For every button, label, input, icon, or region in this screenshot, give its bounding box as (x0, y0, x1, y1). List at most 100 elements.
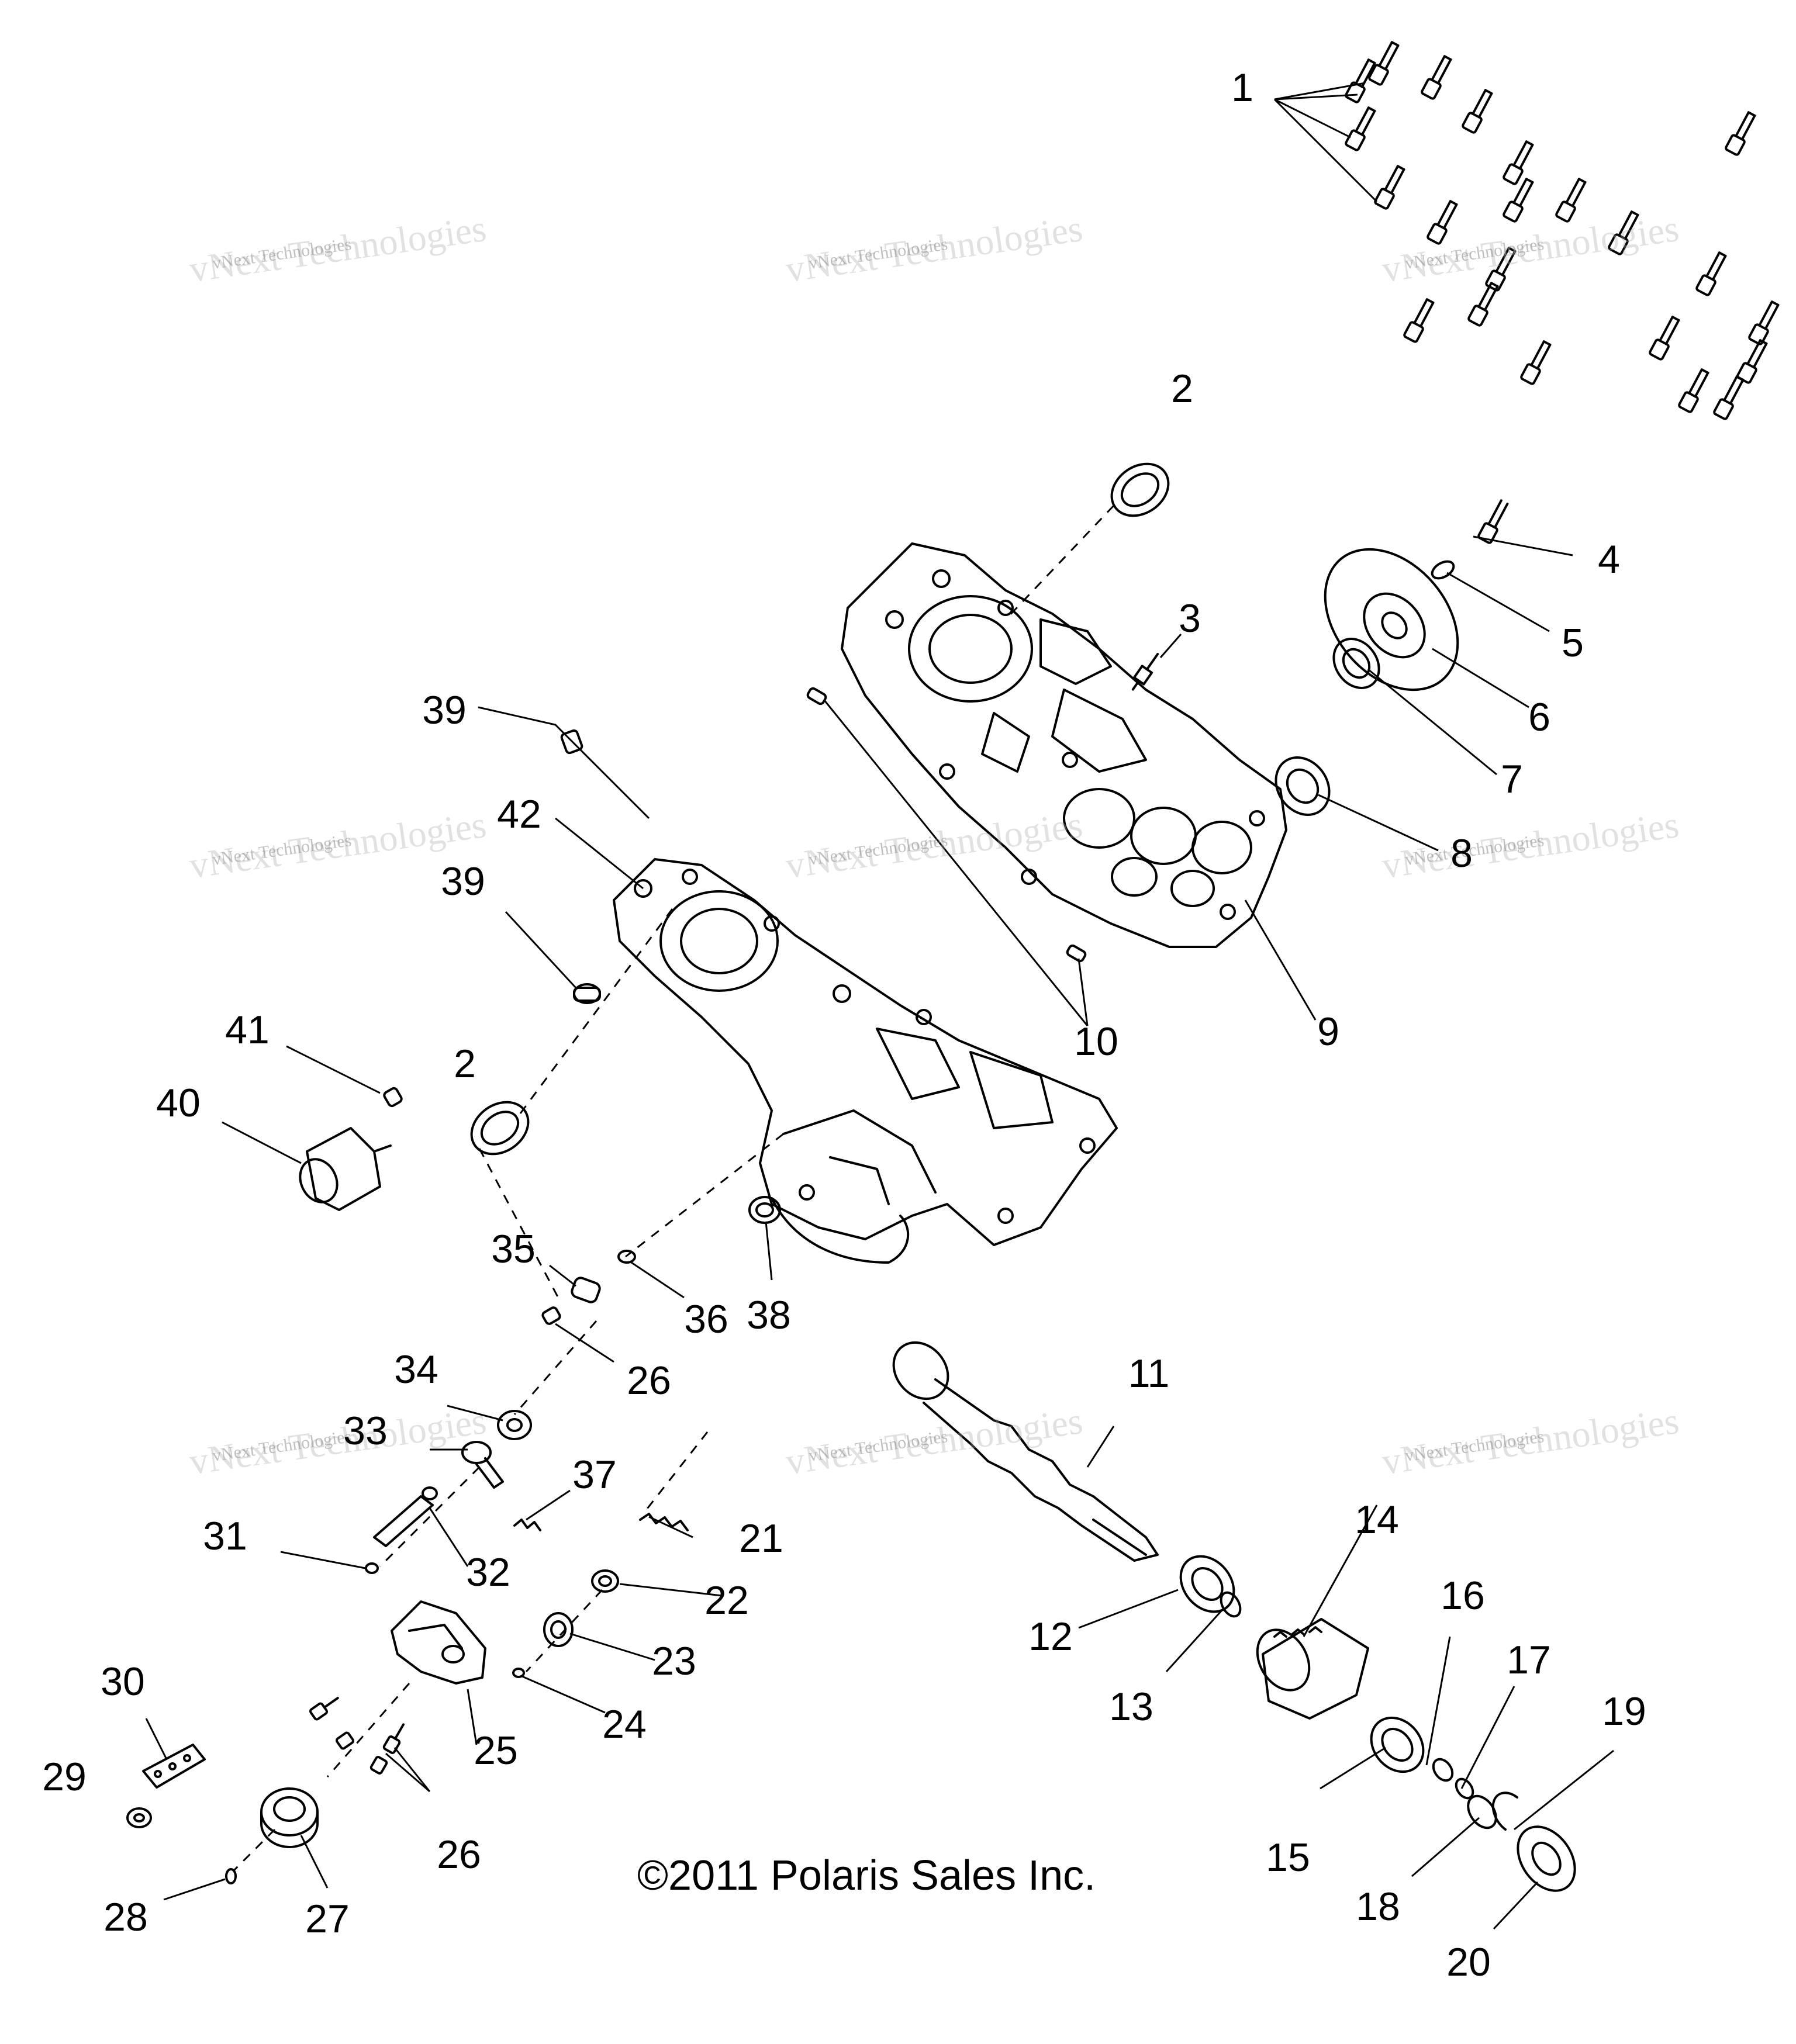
callout-25: 25 (474, 1728, 518, 1773)
callout-33: 33 (343, 1409, 388, 1453)
screw-26-upper (541, 1306, 561, 1325)
callout-35: 35 (491, 1227, 536, 1271)
bracket-30 (142, 1744, 206, 1789)
bolt (1374, 165, 1405, 210)
leader-lines (145, 82, 1614, 1930)
callout-24: 24 (602, 1702, 647, 1746)
pin-28 (225, 1868, 237, 1884)
bolt (1503, 178, 1534, 223)
callout-39: 39 (441, 859, 485, 904)
callout-3: 3 (1179, 596, 1201, 641)
rotor-disc (1324, 548, 1459, 691)
washer (1431, 560, 1455, 580)
plug-upper (560, 729, 583, 755)
left-crankcase-half (613, 858, 1118, 1264)
callout-28: 28 (103, 1895, 148, 1939)
copyright-notice: ©2011 Polaris Sales Inc. (637, 1852, 1096, 1899)
callout-39: 39 (422, 688, 467, 732)
bolt (1678, 368, 1709, 413)
drive-gear (1256, 1618, 1369, 1720)
bolt (1368, 41, 1400, 86)
bearing-15 (1370, 1716, 1425, 1773)
ring-17 (1455, 1777, 1474, 1800)
callout-4: 4 (1598, 537, 1620, 582)
right-crankcase-half (841, 542, 1287, 948)
dowel-pin-lower (1066, 944, 1087, 963)
bolt (1403, 298, 1435, 343)
assembly-axes (233, 504, 1115, 1872)
breather-fitting (1131, 652, 1159, 691)
callout-14: 14 (1355, 1497, 1399, 1542)
callout-31: 31 (203, 1514, 247, 1558)
callout-41: 41 (225, 1008, 270, 1052)
callout-13: 13 (1109, 1685, 1153, 1729)
disc-bolt (1477, 499, 1509, 544)
bolt (1725, 111, 1756, 156)
thrust-washer-20 (1517, 1825, 1576, 1892)
pump-shaft (373, 1486, 438, 1547)
input-shaft (892, 1341, 1159, 1562)
callout-27: 27 (305, 1897, 350, 1941)
bolt (1462, 89, 1493, 134)
callout-7: 7 (1501, 757, 1523, 801)
oil-seal-lower (470, 1101, 530, 1156)
callout-42: 42 (497, 792, 541, 836)
bolt (1649, 316, 1680, 361)
bolt-group (1345, 41, 1780, 420)
bolt (1345, 106, 1376, 151)
bolt (1748, 300, 1780, 345)
callout-8: 8 (1450, 831, 1473, 876)
callout-30: 30 (101, 1659, 145, 1704)
bolt (1608, 210, 1639, 255)
bolt (1427, 200, 1458, 245)
screw-26-b (336, 1731, 354, 1750)
callout-20: 20 (1446, 1940, 1491, 1984)
callout-5: 5 (1562, 621, 1584, 665)
bearing-7 (1332, 638, 1380, 689)
nut-29 (126, 1807, 152, 1828)
callout-40: 40 (156, 1081, 201, 1125)
dowel-pin-upper (806, 687, 827, 705)
nut-22 (591, 1569, 619, 1593)
bolt (1736, 339, 1768, 384)
spring-41 (383, 1087, 403, 1108)
callout-37: 37 (572, 1452, 617, 1497)
bolt (1503, 140, 1534, 185)
bolt (1520, 340, 1552, 385)
o-ring-36 (617, 1250, 636, 1264)
speed-sensor (299, 1127, 392, 1211)
callout-17: 17 (1507, 1638, 1551, 1682)
screw-26-c (382, 1723, 405, 1754)
callout-26: 26 (627, 1358, 671, 1403)
screw-26-a (309, 1697, 339, 1721)
callout-21: 21 (739, 1516, 783, 1561)
lever-33 (461, 1441, 504, 1489)
callout-15: 15 (1266, 1835, 1310, 1880)
bearing-12 (1179, 1555, 1235, 1613)
bolt (1695, 251, 1727, 296)
ring-18 (1467, 1794, 1497, 1829)
callout-16: 16 (1441, 1573, 1485, 1618)
drain-fitting (748, 1196, 781, 1224)
callout-29: 29 (42, 1755, 87, 1799)
callout-19: 19 (1602, 1689, 1646, 1734)
callout-10: 10 (1074, 1019, 1118, 1064)
callout-26: 26 (437, 1832, 481, 1877)
callout-12: 12 (1028, 1614, 1073, 1659)
gear-34 (497, 1410, 532, 1440)
bolt (1485, 247, 1517, 292)
fitting-35 (571, 1277, 601, 1303)
callout-6: 6 (1528, 695, 1550, 739)
bolt (1421, 55, 1452, 100)
callout-34: 34 (394, 1347, 438, 1392)
callout-36: 36 (684, 1297, 728, 1341)
oil-seal-upper (1110, 462, 1170, 517)
callout-38: 38 (747, 1293, 791, 1337)
o-ring-31 (365, 1562, 379, 1574)
bolt (1467, 282, 1499, 327)
callout-32: 32 (466, 1550, 510, 1595)
spring-21 (639, 1513, 689, 1531)
bolt (1713, 375, 1745, 420)
